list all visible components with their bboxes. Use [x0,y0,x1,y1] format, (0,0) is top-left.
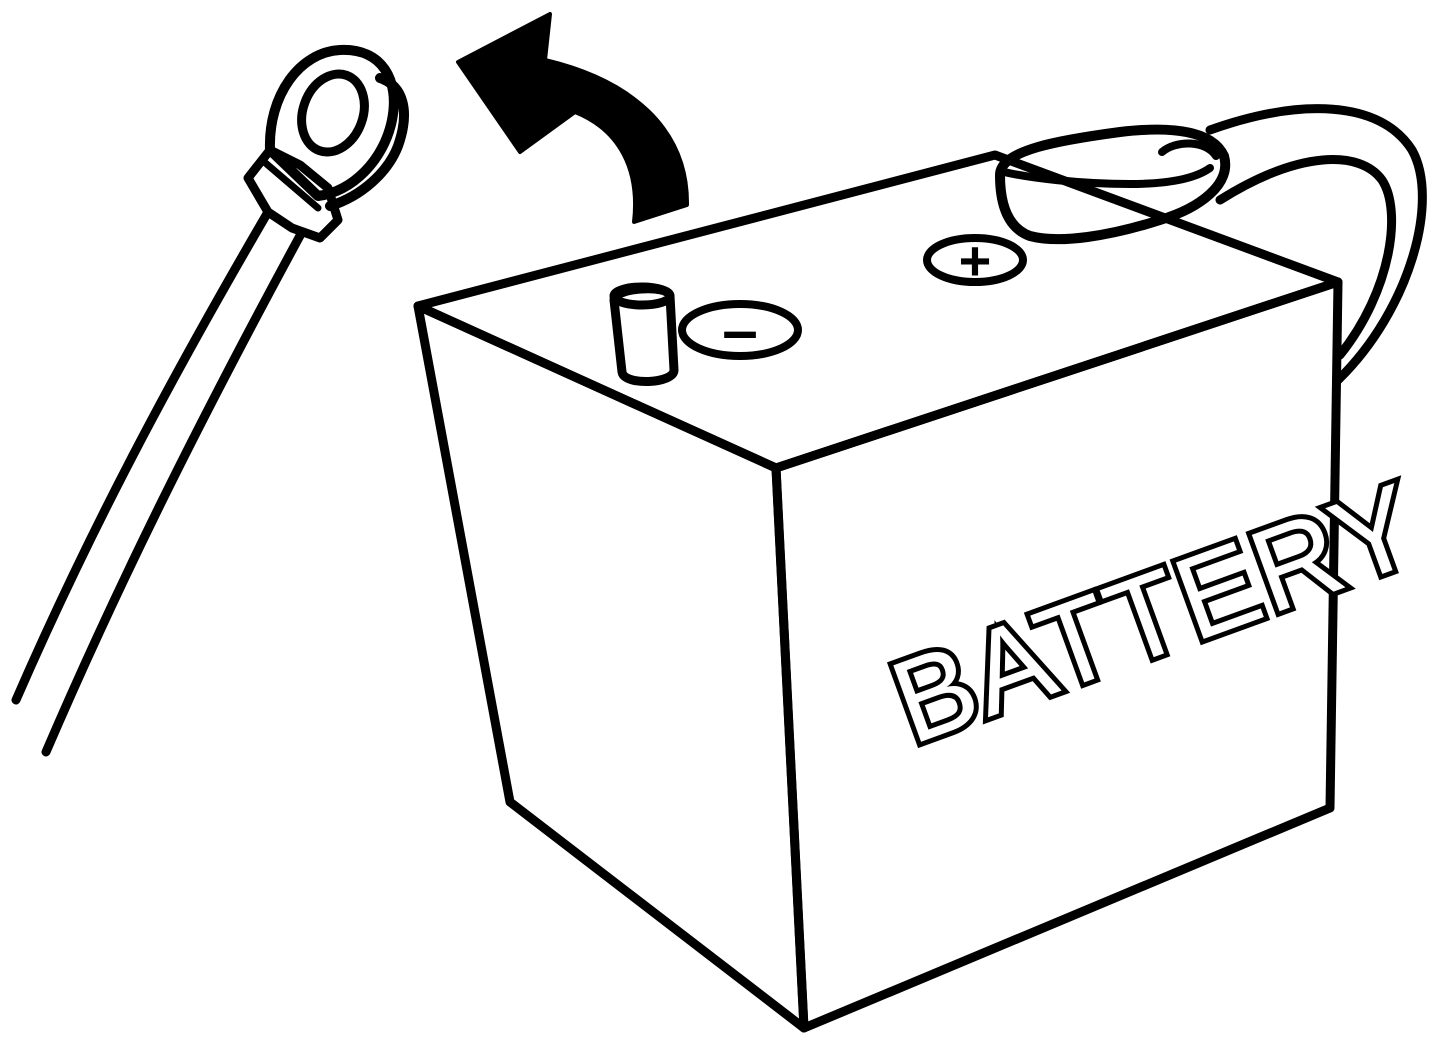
terminal-ring-edge [325,73,409,211]
cable-edge-right [41,227,307,757]
positive-marking-oval [923,234,1027,286]
positive-symbol: + [959,229,992,292]
battery-box [413,150,1343,1033]
terminal-ring-hole [297,69,369,157]
positive-marking: + [923,229,1027,292]
negative-post-top [609,282,675,310]
positive-clamp-seam [1000,164,1214,188]
positive-cable-outer [1205,104,1427,385]
terminal-crimp-line [258,156,322,212]
negative-symbol: – [722,294,758,366]
positive-clamp [995,124,1231,245]
terminal-ring-body [264,44,399,201]
positive-cable [1205,104,1427,385]
positive-clamp-boot [995,124,1231,245]
negative-marking: – [678,294,802,366]
battery-left-face [413,301,809,1033]
negative-marking-oval [678,300,802,360]
remove-direction-arrow [456,12,690,224]
positive-cable-inner [1215,155,1397,360]
battery-right-face [771,277,1343,1033]
positive-clamp-end [1158,139,1220,160]
arrow-shape [456,12,690,224]
cable-ring-terminal [243,44,409,243]
cable-edge-left [11,207,273,705]
negative-terminal-post [609,282,679,387]
battery-label: BATTERY [876,458,1435,769]
negative-cable [11,207,307,757]
